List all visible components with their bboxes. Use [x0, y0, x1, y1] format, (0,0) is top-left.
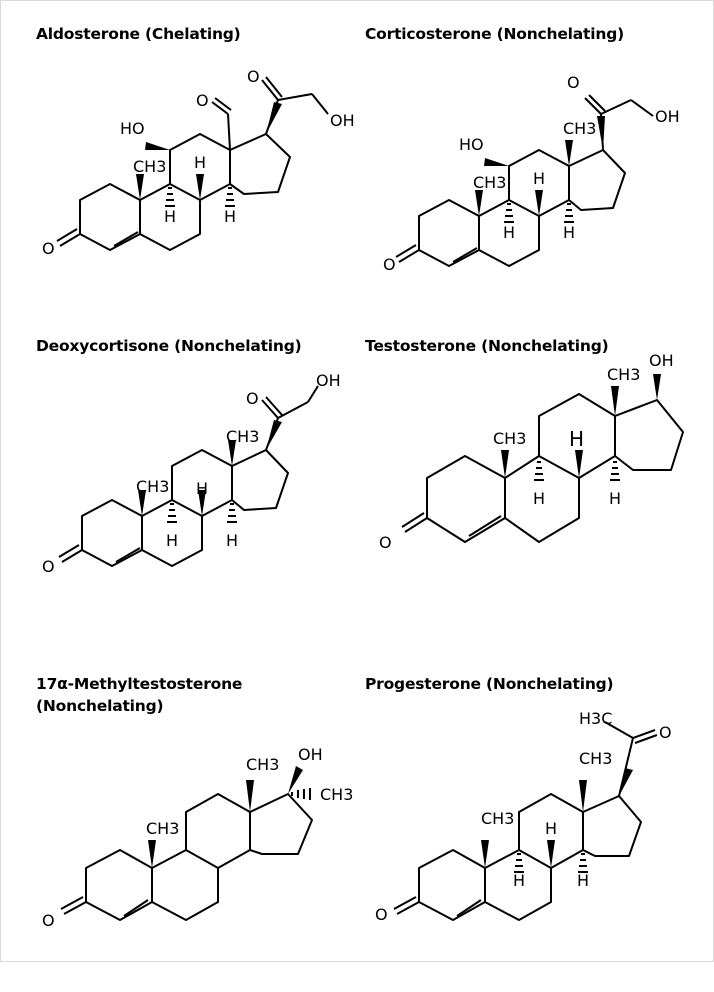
svg-text:H: H — [577, 871, 589, 890]
svg-text:CH3: CH3 — [579, 749, 612, 768]
svg-text:CH3: CH3 — [481, 809, 514, 828]
svg-text:O: O — [42, 239, 55, 258]
svg-text:O: O — [383, 255, 396, 274]
svg-text:H: H — [563, 223, 575, 242]
panel-title-line2: (Nonchelating) — [36, 697, 164, 715]
svg-text:H: H — [513, 871, 525, 890]
svg-text:H: H — [569, 427, 584, 451]
svg-text:H: H — [166, 531, 178, 550]
svg-text:H: H — [503, 223, 515, 242]
svg-text:H: H — [224, 207, 236, 226]
svg-text:OH: OH — [330, 111, 355, 130]
panel-title: Deoxycortisone (Nonchelating) — [36, 337, 302, 355]
svg-text:OH: OH — [316, 371, 341, 390]
svg-text:O: O — [247, 67, 260, 86]
svg-text:H: H — [226, 531, 238, 550]
panel-title: 17α-Methyltestosterone — [36, 675, 243, 693]
svg-text:CH3: CH3 — [246, 755, 279, 774]
svg-text:H: H — [545, 819, 557, 838]
svg-text:CH3: CH3 — [563, 119, 596, 138]
svg-text:O: O — [379, 533, 392, 552]
svg-text:OH: OH — [649, 351, 674, 370]
svg-text:CH3: CH3 — [226, 427, 259, 446]
svg-text:H: H — [164, 207, 176, 226]
svg-text:H3C: H3C — [579, 709, 612, 728]
svg-text:H: H — [533, 169, 545, 188]
panel-deoxycortisone: Deoxycortisone (Nonchelating) — [0, 334, 357, 654]
svg-text:O: O — [375, 905, 388, 924]
svg-text:HO: HO — [120, 119, 145, 138]
svg-text:OH: OH — [655, 107, 680, 126]
svg-text:CH3: CH3 — [133, 157, 166, 176]
svg-text:CH3: CH3 — [320, 785, 353, 804]
panel-title: Progesterone (Nonchelating) — [365, 675, 614, 693]
methyltestosterone-structure: O CH3 CH3 OH CH3 — [42, 745, 353, 930]
figure-frame — [0, 0, 714, 962]
svg-text:O: O — [42, 911, 55, 930]
svg-text:CH3: CH3 — [146, 819, 179, 838]
panel-methyltestosterone: 17α-Methyltestosterone (Nonchelating) O … — [0, 672, 357, 992]
svg-text:O: O — [567, 73, 580, 92]
svg-text:CH3: CH3 — [607, 365, 640, 384]
panel-corticosterone: Corticosterone (Nonchelating) — [357, 22, 714, 342]
svg-text:CH3: CH3 — [136, 477, 169, 496]
svg-text:O: O — [196, 91, 209, 110]
svg-text:CH3: CH3 — [493, 429, 526, 448]
deoxycortisone-structure: O CH3 CH3 H H H O OH — [42, 371, 341, 576]
aldosterone-structure: O HO CH3 H H H O O OH — [42, 67, 355, 258]
corticosterone-structure: O HO CH3 CH3 H H H O OH — [383, 73, 680, 274]
svg-text:O: O — [42, 557, 55, 576]
svg-text:H: H — [609, 489, 621, 508]
svg-text:CH3: CH3 — [473, 173, 506, 192]
panel-title: Corticosterone (Nonchelating) — [365, 25, 624, 43]
svg-text:H: H — [196, 479, 208, 498]
svg-text:OH: OH — [298, 745, 323, 764]
svg-text:O: O — [246, 389, 259, 408]
progesterone-structure: O CH3 CH3 H3C O H H H — [375, 709, 672, 924]
panel-aldosterone: Aldosterone (Chelating) — [0, 22, 357, 342]
panel-title: Aldosterone (Chelating) — [36, 25, 241, 43]
svg-text:HO: HO — [459, 135, 484, 154]
panel-testosterone: Testosterone (Nonchelating) O CH3 CH3 OH… — [357, 334, 714, 654]
svg-text:H: H — [533, 489, 545, 508]
svg-text:H: H — [194, 153, 206, 172]
panel-progesterone: Progesterone (Nonchelating) O — [357, 672, 714, 992]
svg-text:O: O — [659, 723, 672, 742]
testosterone-structure: O CH3 CH3 OH H H H — [379, 351, 684, 552]
panel-title: Testosterone (Nonchelating) — [365, 337, 609, 355]
